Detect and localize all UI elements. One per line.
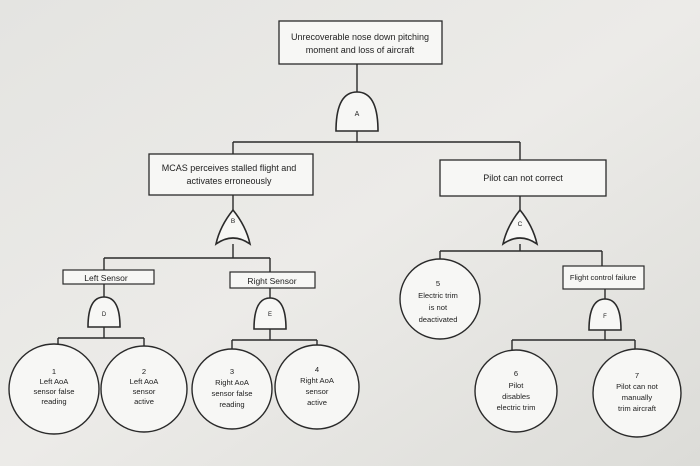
and-gate-f: F: [588, 298, 622, 331]
top-event-line-1: Unrecoverable nose down pitching: [291, 32, 429, 42]
basic-event-1-line-2: sensor false: [34, 387, 75, 396]
gate-b-label: B: [231, 218, 235, 225]
basic-event-5-line-2: is not: [429, 303, 448, 312]
top-event-box: Unrecoverable nose down pitching moment …: [278, 20, 443, 65]
basic-event-3-line-2: sensor false: [212, 389, 253, 398]
basic-event-5: 5 Electric trim is not deactivated: [399, 258, 481, 340]
basic-event-1-number: 1: [52, 367, 56, 376]
basic-event-6: 6 Pilot disables electric trim: [474, 349, 558, 433]
basic-event-1-line-3: reading: [41, 397, 66, 406]
right-sensor-label: Right Sensor: [247, 276, 296, 286]
left-sensor-box: Left Sensor: [62, 269, 155, 285]
basic-event-4: 4 Right AoA sensor active: [274, 344, 360, 430]
basic-event-3-line-1: Right AoA: [215, 378, 250, 387]
mcas-event-box: MCAS perceives stalled flight and activa…: [148, 153, 314, 196]
pilot-event-box: Pilot can not correct: [439, 159, 607, 197]
left-sensor-label: Left Sensor: [84, 273, 128, 283]
basic-event-6-line-2: disables: [502, 392, 530, 401]
and-gate-e: E: [253, 297, 287, 330]
mcas-event-line-2: activates erroneously: [186, 176, 272, 186]
basic-event-4-number: 4: [315, 365, 319, 374]
gate-e-label: E: [268, 312, 272, 318]
flight-control-box: Flight control failure: [562, 265, 645, 290]
or-gate-b: B: [214, 208, 252, 246]
basic-event-6-line-1: Pilot: [509, 381, 525, 390]
gate-a-label: A: [355, 111, 360, 118]
basic-event-7-number: 7: [635, 371, 639, 380]
basic-event-4-line-3: active: [307, 398, 327, 407]
basic-event-7-line-1: Pilot can not: [616, 382, 659, 391]
basic-event-7: 7 Pilot can not manually trim aircraft: [592, 348, 682, 438]
basic-event-2: 2 Left AoA sensor active: [100, 345, 188, 433]
basic-event-2-line-2: sensor: [133, 387, 156, 396]
basic-event-2-number: 2: [142, 367, 146, 376]
basic-event-4-line-1: Right AoA: [300, 376, 335, 385]
basic-event-7-line-3: trim aircraft: [618, 404, 657, 413]
basic-event-4-line-2: sensor: [306, 387, 329, 396]
flight-control-label: Flight control failure: [570, 273, 636, 282]
basic-event-3-number: 3: [230, 367, 234, 376]
and-gate-d: D: [87, 296, 121, 328]
basic-event-1-line-1: Left AoA: [40, 377, 70, 386]
or-gate-c: C: [501, 208, 539, 246]
gate-f-label: F: [603, 314, 607, 320]
basic-event-6-number: 6: [514, 369, 518, 378]
right-sensor-box: Right Sensor: [229, 271, 316, 289]
basic-event-5-line-1: Electric trim: [418, 291, 458, 300]
basic-event-2-line-3: active: [134, 397, 154, 406]
basic-event-3-line-3: reading: [219, 400, 244, 409]
connector-lines: [57, 64, 636, 350]
top-event-line-2: moment and loss of aircraft: [306, 45, 415, 55]
basic-event-5-line-3: deactivated: [419, 315, 458, 324]
and-gate-a: A: [335, 91, 379, 132]
basic-event-2-line-1: Left AoA: [130, 377, 160, 386]
basic-event-6-line-3: electric trim: [497, 403, 536, 412]
basic-event-5-number: 5: [436, 279, 440, 288]
basic-event-1: 1 Left AoA sensor false reading: [8, 343, 100, 435]
mcas-event-line-1: MCAS perceives stalled flight and: [162, 163, 297, 173]
gate-c-label: C: [518, 221, 523, 228]
gate-d-label: D: [102, 312, 107, 318]
pilot-event-line-1: Pilot can not correct: [483, 173, 563, 183]
basic-event-3: 3 Right AoA sensor false reading: [191, 348, 273, 430]
basic-event-7-line-2: manually: [622, 393, 653, 402]
